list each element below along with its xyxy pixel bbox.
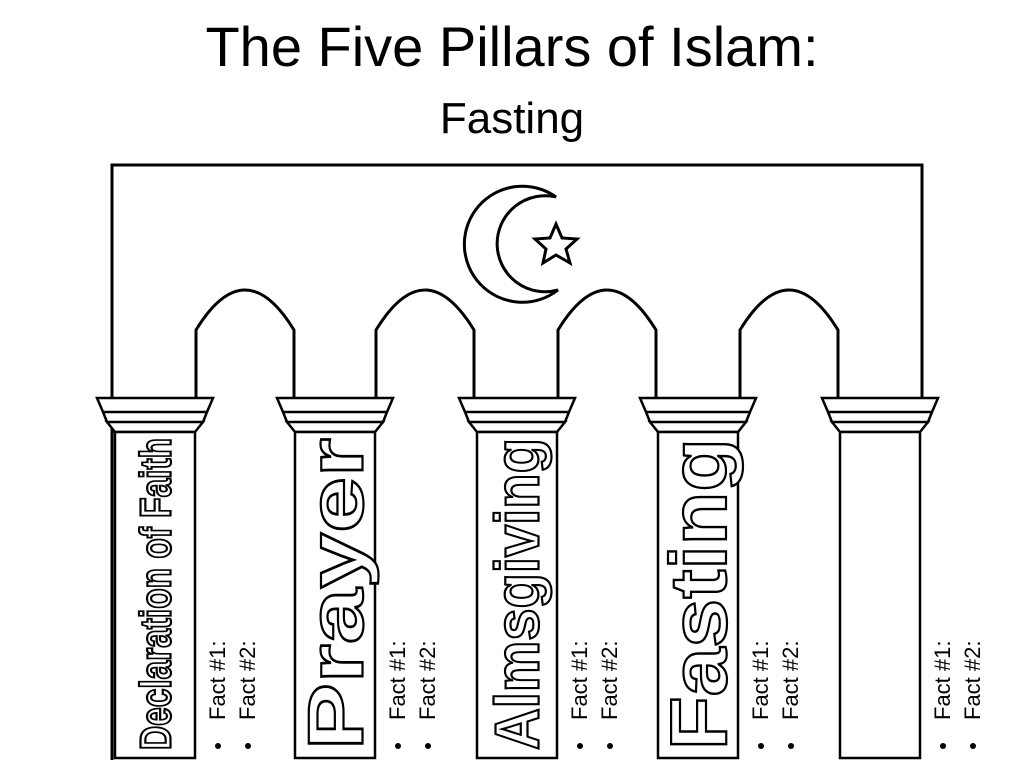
bullet-dot <box>788 743 794 749</box>
fact-label: Fact #1: <box>205 641 230 720</box>
pillar-capital <box>638 396 758 434</box>
page-subtitle: Fasting <box>439 94 585 143</box>
pillar-label: Declaration of Faith <box>131 438 180 750</box>
fact-label: Fact #1: <box>385 641 410 720</box>
pillar-shaft <box>656 430 740 760</box>
fact-label: Fact #2: <box>960 641 985 720</box>
pillar-capital <box>457 396 577 434</box>
fact-label: Fact #2: <box>235 641 260 720</box>
pillar-5: Fact #1:Fact #2: <box>820 396 985 760</box>
pillar-shaft <box>113 430 197 760</box>
fact-label: Fact #2: <box>778 641 803 720</box>
page-title: The Five Pillars of Islam: <box>205 15 819 78</box>
pillar-label: Fasting <box>654 438 743 750</box>
bullet-dot <box>245 743 251 749</box>
pillar-capital <box>275 396 395 434</box>
crescent-star-icon <box>462 184 581 304</box>
fact-label: Fact #1: <box>567 641 592 720</box>
pillar-shaft <box>838 430 922 760</box>
bullet-dot <box>758 743 764 749</box>
pillar-capital <box>95 396 215 434</box>
pillar-shaft <box>475 430 559 760</box>
pillar-capital <box>820 396 940 434</box>
pillar-label: Almsgiving <box>484 438 553 750</box>
fact-label: Fact #2: <box>597 641 622 720</box>
pillar-shaft <box>293 430 377 760</box>
bullet-dot <box>395 743 401 749</box>
bullet-dot <box>607 743 613 749</box>
bullet-dot <box>577 743 583 749</box>
fact-label: Fact #1: <box>930 641 955 720</box>
fact-label: Fact #1: <box>748 641 773 720</box>
bullet-dot <box>940 743 946 749</box>
pillar-label: Prayer <box>291 438 379 750</box>
bullet-dot <box>425 743 431 749</box>
bullet-dot <box>215 743 221 749</box>
fact-label: Fact #2: <box>415 641 440 720</box>
bullet-dot <box>970 743 976 749</box>
